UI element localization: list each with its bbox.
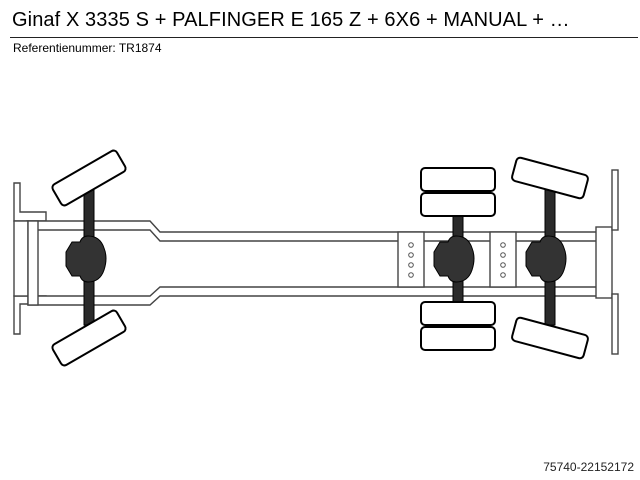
front-right-tyre	[51, 309, 127, 367]
rear1-left-outer-tyre	[420, 167, 496, 192]
rear-bumper	[611, 169, 619, 355]
chassis-frame	[26, 220, 613, 306]
rear2-right-tyre	[511, 316, 589, 360]
front-left-tyre	[51, 149, 127, 207]
reference-number: Referentienummer: TR1874	[13, 41, 162, 55]
page-title: Ginaf X 3335 S + PALFINGER E 165 Z + 6X6…	[12, 9, 570, 31]
rear2-left-tyre	[511, 156, 589, 200]
rear1-right-outer-tyre	[420, 326, 496, 351]
rear-axle-1	[420, 167, 496, 351]
title-divider	[10, 37, 638, 38]
listing-id: 75740-22152172	[543, 460, 634, 474]
rear1-right-inner-tyre	[420, 301, 496, 326]
rear1-left-inner-tyre	[420, 192, 496, 217]
front-axle	[51, 149, 127, 367]
rear-axle-2	[511, 156, 589, 360]
